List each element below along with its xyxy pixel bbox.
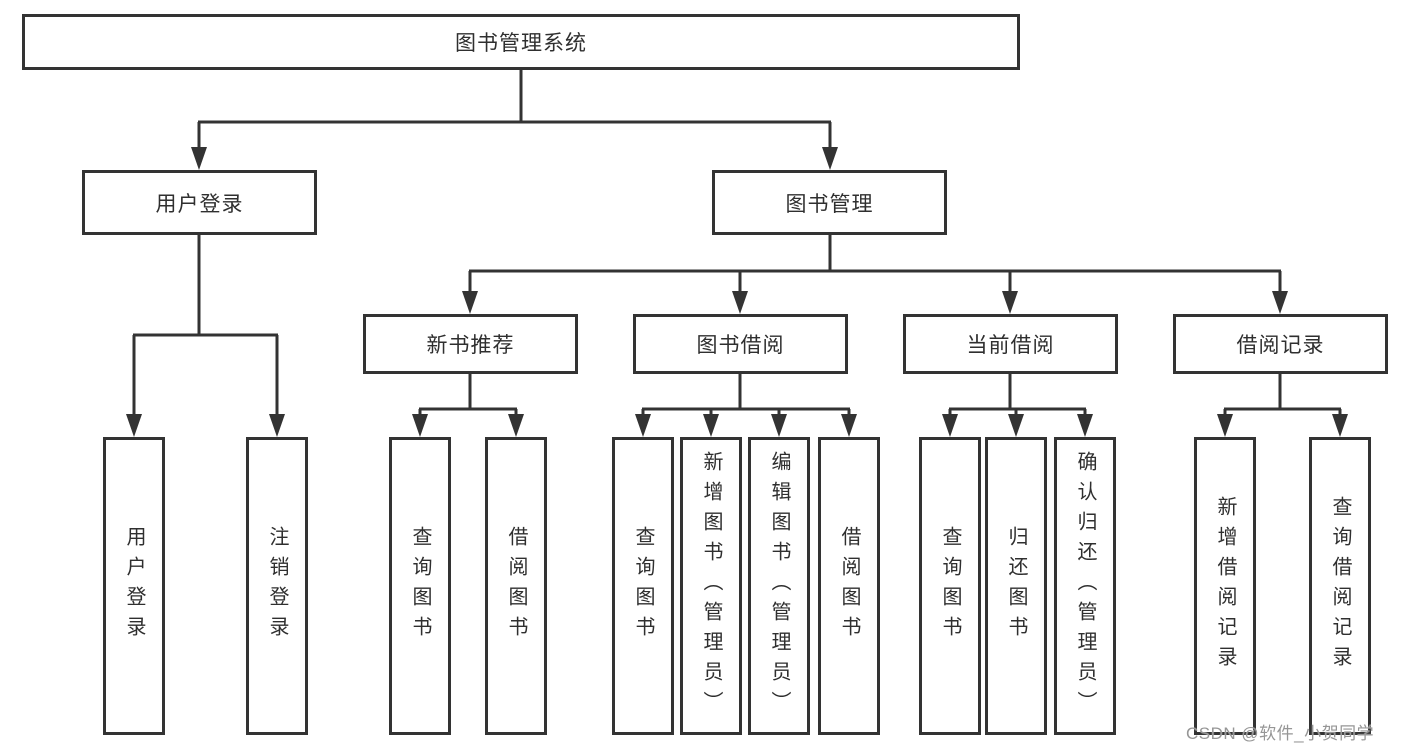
leaf-recommend-query-books-label: 查询图书 <box>409 526 431 646</box>
leaf-edit-books-admin-label: 编辑图书（管理员） <box>768 451 790 721</box>
leaf-edit-books-admin: 编辑图书（管理员） <box>748 437 810 735</box>
leaf-return-books: 归还图书 <box>985 437 1047 735</box>
leaf-query-borrow-record: 查询借阅记录 <box>1309 437 1371 735</box>
node-root-label: 图书管理系统 <box>455 32 587 55</box>
node-borrow-records-label: 借阅记录 <box>1236 334 1325 357</box>
leaf-current-query-books-label: 查询图书 <box>939 526 961 646</box>
arrowhead-icons <box>126 147 1348 437</box>
leaf-borrow-books: 借阅图书 <box>818 437 880 735</box>
node-new-book-recommend-label: 新书推荐 <box>426 334 515 357</box>
leaf-borrow-query-books-label: 查询图书 <box>632 526 654 646</box>
node-book-management-label: 图书管理 <box>785 192 874 216</box>
node-book-borrow: 图书借阅 <box>633 314 848 374</box>
node-borrow-records: 借阅记录 <box>1173 314 1388 374</box>
leaf-current-query-books: 查询图书 <box>919 437 981 735</box>
leaf-return-books-label: 归还图书 <box>1005 526 1027 646</box>
leaf-user-login-label: 用户登录 <box>123 526 145 646</box>
leaf-borrow-query-books: 查询图书 <box>612 437 674 735</box>
leaf-logout-label: 注销登录 <box>266 526 288 646</box>
node-root-system: 图书管理系统 <box>22 14 1020 70</box>
leaf-add-books-admin-label: 新增图书（管理员） <box>700 451 722 721</box>
node-book-borrow-label: 图书借阅 <box>696 334 785 357</box>
node-book-management: 图书管理 <box>712 170 947 235</box>
leaf-logout: 注销登录 <box>246 437 308 735</box>
leaf-add-books-admin: 新增图书（管理员） <box>680 437 742 735</box>
leaf-recommend-borrow-books: 借阅图书 <box>485 437 547 735</box>
leaf-add-borrow-record: 新增借阅记录 <box>1194 437 1256 735</box>
leaf-borrow-books-label: 借阅图书 <box>838 526 860 646</box>
leaf-query-borrow-record-label: 查询借阅记录 <box>1329 496 1351 676</box>
leaf-confirm-return-admin-label: 确认归还（管理员） <box>1074 451 1096 721</box>
leaf-confirm-return-admin: 确认归还（管理员） <box>1054 437 1116 735</box>
node-new-book-recommend: 新书推荐 <box>363 314 578 374</box>
leaf-recommend-borrow-books-label: 借阅图书 <box>505 526 527 646</box>
leaf-user-login: 用户登录 <box>103 437 165 735</box>
watermark: CSDN @软件_小贺同学 <box>1186 724 1375 743</box>
node-user-login-label: 用户登录 <box>155 192 244 216</box>
node-current-borrow: 当前借阅 <box>903 314 1118 374</box>
node-current-borrow-label: 当前借阅 <box>966 334 1055 357</box>
node-user-login: 用户登录 <box>82 170 317 235</box>
leaf-recommend-query-books: 查询图书 <box>389 437 451 735</box>
leaf-add-borrow-record-label: 新增借阅记录 <box>1214 496 1236 676</box>
